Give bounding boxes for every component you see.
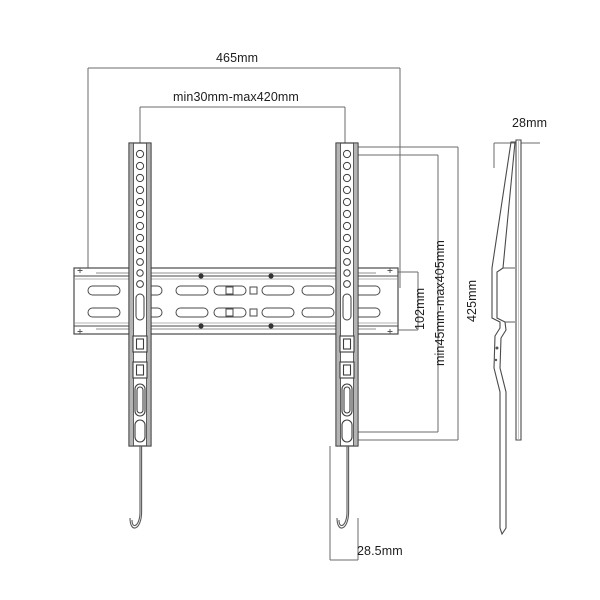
front-view [73,142,399,529]
dimension-label-465mm: 465mm [216,51,259,65]
mount-profile [491,141,516,536]
dimension-425mm-bracket [345,146,459,441]
dimension-vesa-height-bracket [345,154,439,433]
tv-panel-profile [515,139,522,441]
dimension-28-5mm-bracket [329,446,359,561]
dimension-label-28mm: 28mm [512,116,548,130]
left-release-cord [129,446,143,529]
right-release-cord [336,446,350,529]
dimension-label-vesa-height: min45mm-max405mm [433,240,447,366]
dimension-465mm-bracket [87,67,401,288]
dimension-label-102mm: 102mm [413,287,427,330]
left-vertical-rail [128,142,152,529]
dimension-102mm-bracket [396,271,419,331]
dimension-label-425mm: 425mm [465,279,479,322]
dimension-label-rail-spacing: min30mm-max420mm [173,90,299,104]
side-view [491,139,522,536]
dimension-label-28-5mm: 28.5mm [357,544,403,558]
right-vertical-rail [335,142,359,529]
